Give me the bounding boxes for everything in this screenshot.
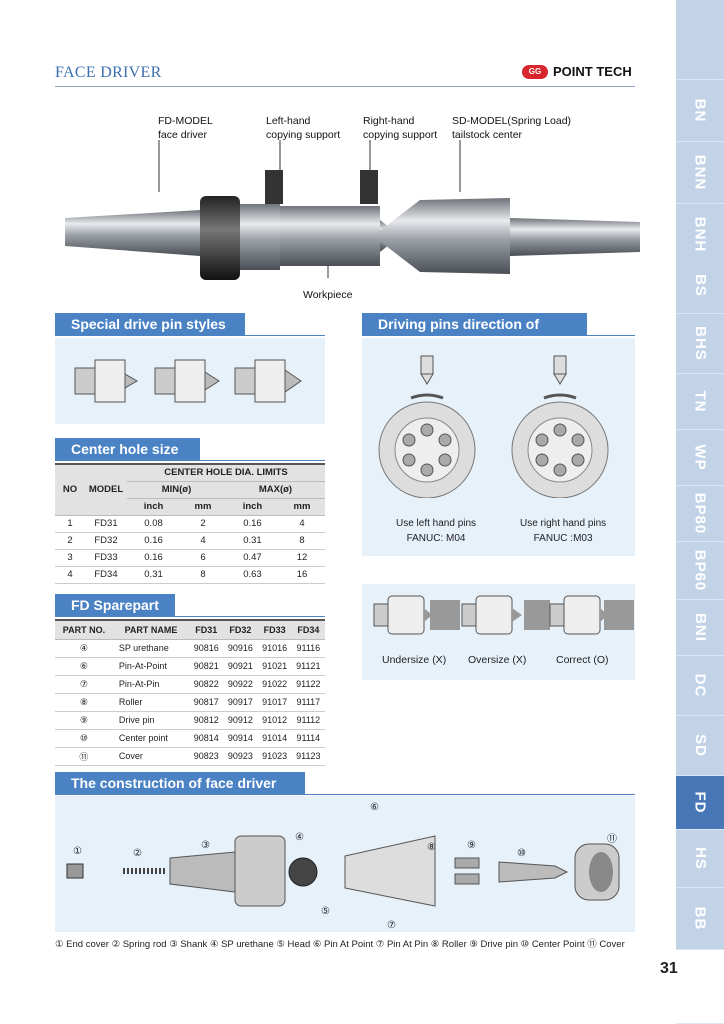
tab-bhs[interactable]: BHS (676, 314, 724, 374)
tab-bnn[interactable]: BNN (676, 142, 724, 204)
header-divider (55, 86, 635, 87)
part-number-9: ⑨ (467, 840, 476, 851)
tab-wp[interactable]: WP (676, 430, 724, 486)
tab-top-spacer (676, 0, 724, 80)
pin-styles-illustration (74, 359, 302, 403)
caption-correct: Correct (O) (556, 654, 609, 666)
size-check-illustration (373, 595, 634, 635)
brand-badge: GG (522, 64, 548, 79)
page-number: 31 (660, 960, 678, 977)
section-title-construction: The construction of face driver (55, 772, 305, 794)
part-number-1: ① (73, 846, 82, 857)
tab-tn[interactable]: TN (676, 374, 724, 430)
part-number-8: ⑧ (427, 842, 436, 853)
part-number-10: ⑩ (517, 848, 526, 859)
part-number-5: ⑤ (321, 906, 330, 917)
tab-dc[interactable]: DC (676, 656, 724, 716)
construction-section: The construction of face driver (55, 772, 635, 795)
tab-bn[interactable]: BN (676, 80, 724, 142)
tab-fd[interactable]: FD (676, 776, 724, 830)
section-title-pin-styles: Special drive pin styles (55, 313, 245, 335)
tab-bnh[interactable]: BNH (676, 204, 724, 266)
center-hole-section: Center hole size NO MODEL CENTER HOLE DI… (55, 438, 325, 584)
part-number-7: ⑦ (387, 920, 396, 931)
tab-bp60[interactable]: BP60 (676, 542, 724, 600)
pin-styles-section: Special drive pin styles (55, 313, 325, 424)
construction-panel: ① ② ③ ④ ⑤ ⑥ ⑦ ⑧ ⑨ ⑩ ⑪ (55, 796, 635, 932)
callout-sd-model: SD-MODEL(Spring Load)tailstock center (452, 115, 572, 141)
part-number-11: ⑪ (607, 834, 617, 845)
section-title-sparepart: FD Sparepart (55, 594, 175, 616)
size-check-panel: Undersize (X) Oversize (X) Correct (O) (362, 584, 635, 680)
tab-bs[interactable]: BS (676, 258, 724, 314)
section-title-rotation: Driving pins direction of rotation (362, 313, 587, 354)
tab-bottom-spacer (676, 950, 724, 1024)
center-hole-table: NO MODEL CENTER HOLE DIA. LIMITS MIN(ø)M… (55, 463, 325, 584)
rotation-section: Driving pins direction of rotation (362, 313, 635, 354)
part-number-4: ④ (295, 832, 304, 843)
rotation-illustration (378, 355, 609, 498)
caption-undersize: Undersize (X) (382, 654, 447, 666)
section-title-center-hole: Center hole size (55, 438, 200, 460)
part-number-3: ③ (201, 840, 210, 851)
parts-legend: ① End cover ② Spring rod ③ Shank ④ SP ur… (55, 939, 625, 950)
tab-bp80[interactable]: BP80 (676, 486, 724, 542)
exploded-view-illustration (66, 835, 620, 907)
tab-bni[interactable]: BNI (676, 600, 724, 656)
page-title: FACE DRIVER (55, 64, 162, 81)
lathe-setup-illustration (65, 140, 640, 280)
callout-workpiece: Workpiece (303, 289, 353, 301)
part-number-6: ⑥ (370, 802, 379, 813)
tab-hs[interactable]: HS (676, 830, 724, 888)
side-tab-bar: BN BNN BNH BS BHS TN WP BP80 BP60 BNI DC… (676, 0, 724, 1024)
brand-logo: GG POINT TECH (522, 64, 632, 79)
caption-oversize: Oversize (X) (468, 654, 527, 666)
part-number-2: ② (133, 848, 142, 859)
tab-bb[interactable]: BB (676, 888, 724, 950)
tab-sd[interactable]: SD (676, 716, 724, 776)
brand-name: POINT TECH (553, 64, 632, 79)
pin-styles-panel (55, 338, 325, 424)
